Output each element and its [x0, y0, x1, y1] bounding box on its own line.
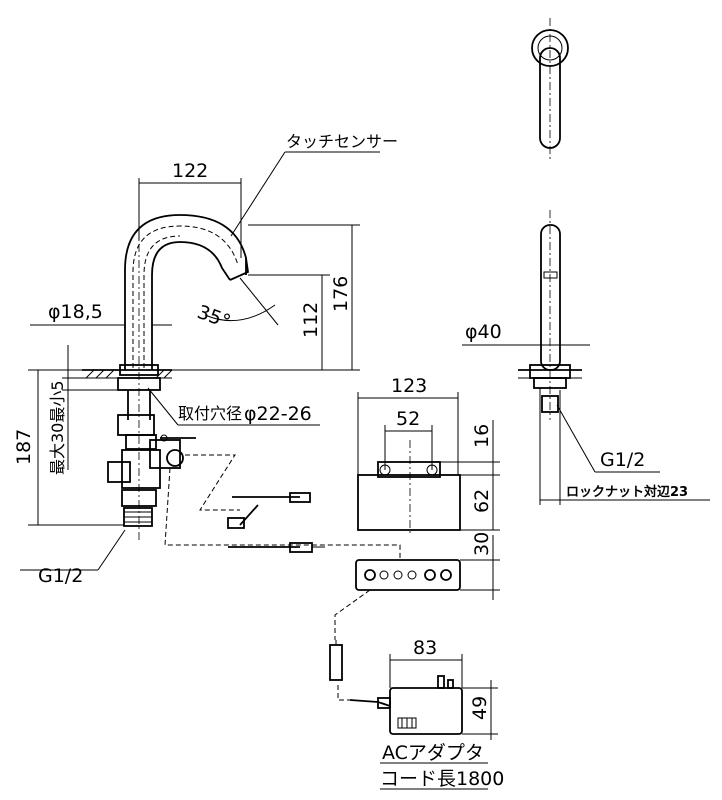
dim-49: 49: [469, 696, 491, 720]
controller-module: [355, 559, 461, 591]
dim-112: 112: [300, 302, 322, 338]
dim-187: 187: [13, 429, 35, 465]
ac-adapter: [349, 675, 463, 735]
faucet-side-view: [82, 180, 249, 540]
lock-nut-label: ロックナット対辺23: [566, 484, 688, 500]
cord-length-label: コード長1800: [380, 768, 504, 790]
angle-35: 35°: [194, 301, 233, 333]
dim-122: 122: [172, 160, 208, 182]
dim-phi40: φ40: [465, 321, 502, 343]
control-box: [357, 440, 461, 535]
dim-176: 176: [330, 276, 352, 312]
g12-right: G1/2: [600, 449, 645, 471]
ac-adapter-label: ACアダプタ: [382, 742, 484, 764]
dim-18-5: φ18,5: [48, 301, 103, 323]
mount-hole-dia: φ22-26: [244, 403, 312, 425]
dim-123: 123: [391, 375, 427, 397]
g12-left: G1/2: [38, 565, 83, 587]
mount-hole-label: 取付穴径: [178, 404, 242, 423]
dim-83: 83: [413, 637, 437, 659]
faucet-top-view: [531, 18, 569, 160]
dim-16: 16: [471, 424, 493, 448]
faucet-front-view: [518, 210, 582, 420]
max-min-label: 最大30最小5: [48, 380, 67, 475]
dim-30: 30: [471, 532, 493, 556]
touch-sensor-label: タッチセンサー: [286, 132, 398, 151]
dim-52: 52: [396, 408, 420, 430]
dim-62: 62: [471, 489, 493, 513]
base-hatch: [85, 369, 173, 379]
